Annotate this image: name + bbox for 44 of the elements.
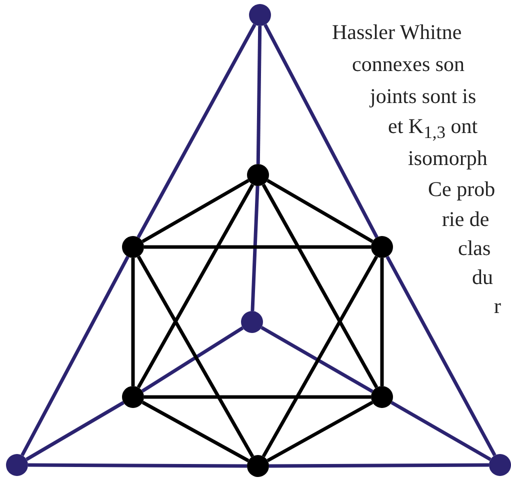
graph-edge	[250, 186, 260, 312]
vertex-dot	[249, 4, 271, 26]
vertex-dot	[489, 454, 511, 476]
graph-edge	[136, 24, 256, 238]
text-fragment: rie de	[442, 207, 490, 231]
graph-edge	[266, 179, 374, 243]
graph-edge	[264, 24, 378, 238]
graph-edge	[144, 395, 371, 399]
graph-edge	[380, 258, 384, 386]
vertex-dot	[247, 455, 269, 477]
vertex-dot	[122, 386, 144, 408]
text-fragment: r	[494, 294, 501, 318]
graph-edge	[144, 245, 371, 249]
vertex-dot	[122, 236, 144, 258]
vertex-dot	[6, 454, 28, 476]
graph-edge	[141, 326, 244, 393]
text-fragment: Ce prob	[428, 177, 496, 201]
graph-edge	[260, 326, 374, 394]
vertex-dot	[371, 236, 393, 258]
text-fragment: clas	[458, 236, 491, 260]
vertex-dot	[371, 386, 393, 408]
graph-edge	[142, 400, 250, 462]
text-fragment: et K$_{1,3}$ ont	[388, 114, 478, 144]
graph-edge	[142, 178, 250, 244]
graph-edge	[390, 400, 492, 462]
graph-edge	[256, 26, 262, 164]
graph-edge	[262, 184, 378, 388]
graph-edge	[386, 256, 496, 456]
graph-edge	[266, 400, 374, 462]
graph-edge	[136, 184, 254, 388]
graph-edge	[136, 256, 254, 458]
vertex-dot	[247, 164, 269, 186]
graph-edge	[131, 258, 135, 386]
text-fragment: du	[472, 265, 493, 289]
graph-edge	[262, 256, 378, 458]
graph-edge	[20, 256, 130, 456]
vertex-dot	[241, 311, 263, 333]
graph-edge	[269, 463, 489, 468]
graph-edge	[28, 463, 247, 468]
text-fragment: Hassler Whitne	[332, 20, 462, 44]
graph-edge	[26, 401, 124, 461]
text-fragment: connexes son	[352, 52, 465, 76]
text-fragment: joints sont is	[370, 84, 476, 108]
text-fragment: isomorph	[408, 146, 488, 170]
